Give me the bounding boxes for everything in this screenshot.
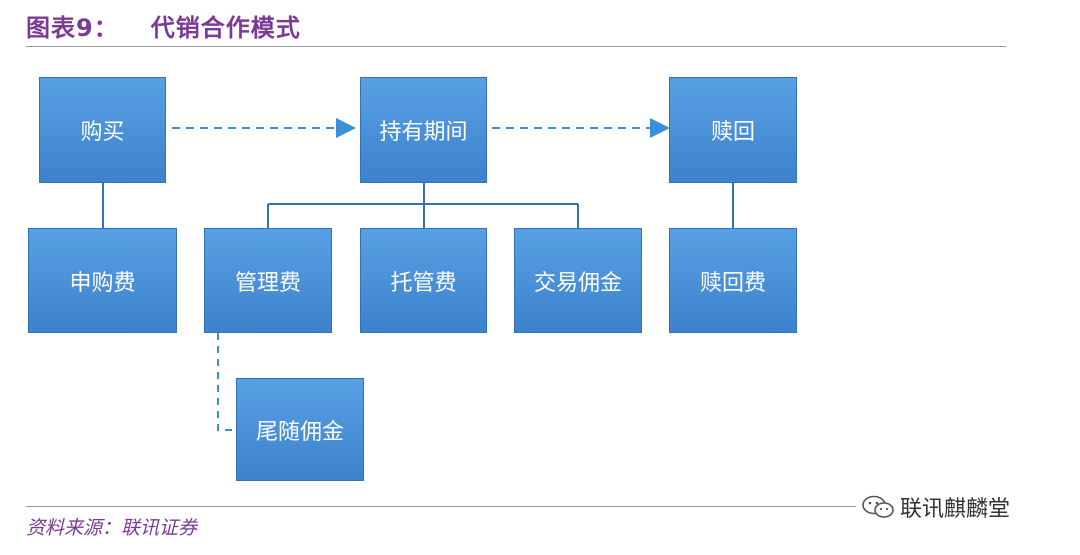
wechat-icon — [862, 495, 894, 518]
node-trading-commission: 交易佣金 — [514, 228, 642, 333]
node-custody-fee: 托管费 — [360, 228, 487, 333]
figure-number: 图表9： — [26, 14, 119, 42]
figure-title-text: 代销合作模式 — [150, 14, 301, 42]
figure-title: 图表9： 代销合作模式 — [26, 8, 301, 43]
node-management-fee: 管理费 — [204, 228, 332, 333]
node-hold-period: 持有期间 — [360, 77, 487, 183]
watermark: 联讯麒麟堂 — [856, 491, 1015, 523]
node-trailing-commission: 尾随佣金 — [236, 378, 364, 481]
node-redeem: 赎回 — [669, 77, 797, 183]
node-buy: 购买 — [39, 77, 166, 183]
source-note: 资料来源：联讯证券 — [26, 517, 198, 539]
node-subscription-fee: 申购费 — [28, 228, 177, 333]
bottom-divider — [26, 506, 1006, 507]
watermark-text: 联讯麒麟堂 — [900, 497, 1011, 522]
title-divider — [26, 46, 1006, 47]
line-management-to-trailing — [217, 333, 236, 431]
node-redemption-fee: 赎回费 — [669, 228, 797, 333]
